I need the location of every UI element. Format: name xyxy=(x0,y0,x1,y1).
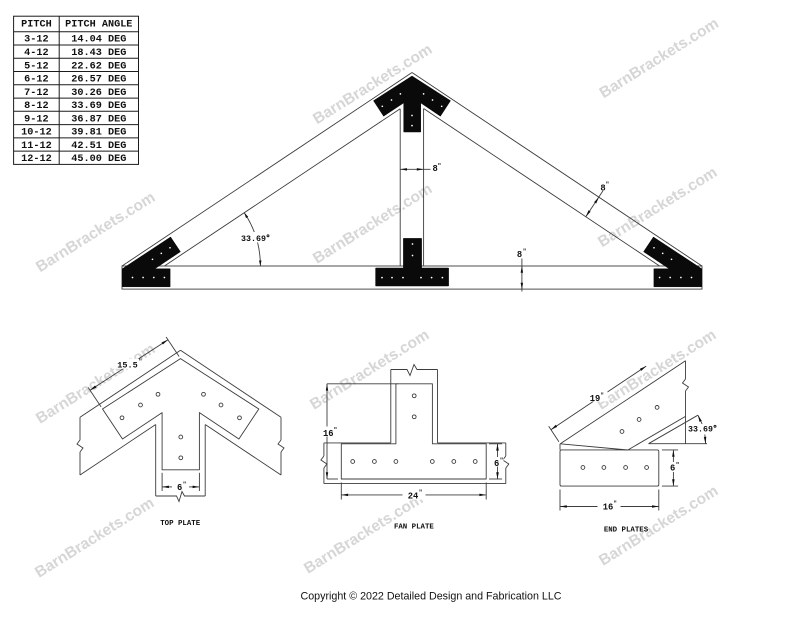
svg-text:6: 6 xyxy=(494,459,499,469)
svg-text:24: 24 xyxy=(408,492,419,502)
svg-text:PITCH: PITCH xyxy=(21,20,52,31)
svg-text:45.00 DEG: 45.00 DEG xyxy=(71,154,126,165)
svg-text:4-12: 4-12 xyxy=(24,48,48,59)
svg-text:6: 6 xyxy=(670,464,675,474)
svg-text:18.43 DEG: 18.43 DEG xyxy=(71,48,126,59)
svg-text:30.26 DEG: 30.26 DEG xyxy=(71,88,126,99)
svg-text:": " xyxy=(523,248,527,255)
svg-text:33.69: 33.69 xyxy=(241,235,266,244)
svg-text:9-12: 9-12 xyxy=(24,114,48,125)
svg-text:Copyright © 2022 Detailed Desi: Copyright © 2022 Detailed Design and Fab… xyxy=(301,591,562,603)
svg-text:TOP PLATE: TOP PLATE xyxy=(160,520,200,528)
svg-text:7-12: 7-12 xyxy=(24,88,48,99)
svg-text:36.87 DEG: 36.87 DEG xyxy=(71,114,126,125)
svg-text:11-12: 11-12 xyxy=(21,141,52,152)
svg-text:8: 8 xyxy=(517,250,522,260)
svg-text:8: 8 xyxy=(600,184,605,194)
svg-text:15.5: 15.5 xyxy=(117,361,137,371)
svg-text:26.57 DEG: 26.57 DEG xyxy=(71,75,126,86)
svg-text:39.81 DEG: 39.81 DEG xyxy=(71,128,126,139)
svg-text:": " xyxy=(600,392,604,399)
svg-text:": " xyxy=(419,489,423,496)
svg-text:19: 19 xyxy=(590,394,601,404)
svg-text:3-12: 3-12 xyxy=(24,35,48,46)
svg-text:FAN PLATE: FAN PLATE xyxy=(394,523,434,531)
svg-text:33.69: 33.69 xyxy=(688,426,713,435)
svg-text:PITCH ANGLE: PITCH ANGLE xyxy=(65,20,132,31)
svg-text:": " xyxy=(438,163,442,170)
svg-text:5-12: 5-12 xyxy=(24,61,48,72)
svg-text:": " xyxy=(334,427,338,434)
svg-text:": " xyxy=(613,500,617,507)
svg-text:": " xyxy=(500,457,504,464)
svg-text:8: 8 xyxy=(433,164,438,174)
svg-text:": " xyxy=(139,358,143,365)
svg-text:END PLATES: END PLATES xyxy=(604,527,649,535)
svg-text:6: 6 xyxy=(177,483,182,493)
svg-text:33.69 DEG: 33.69 DEG xyxy=(71,101,126,112)
svg-text:": " xyxy=(183,481,187,488)
svg-text:16: 16 xyxy=(603,502,614,512)
svg-text:12-12: 12-12 xyxy=(21,154,52,165)
svg-text:14.04 DEG: 14.04 DEG xyxy=(71,35,126,46)
svg-text:6-12: 6-12 xyxy=(24,75,48,86)
svg-text:42.51 DEG: 42.51 DEG xyxy=(71,141,126,152)
svg-text:8-12: 8-12 xyxy=(24,101,48,112)
svg-text:22.62 DEG: 22.62 DEG xyxy=(71,61,126,72)
svg-text:": " xyxy=(606,181,610,188)
svg-text:": " xyxy=(676,462,680,469)
svg-text:16: 16 xyxy=(323,429,334,439)
svg-text:10-12: 10-12 xyxy=(21,128,52,139)
